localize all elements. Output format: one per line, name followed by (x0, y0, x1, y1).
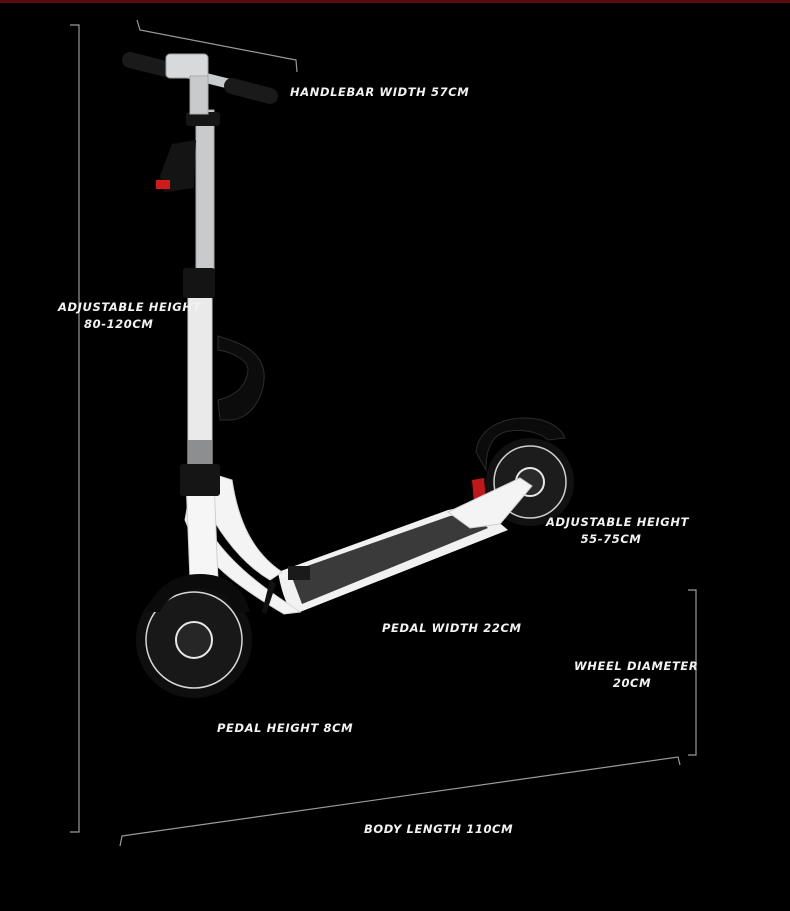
handlebar-bracket (136, 19, 298, 73)
length-bracket (119, 756, 681, 847)
wheel-diameter-label: WHEEL DIAMETER 20CM (574, 658, 699, 692)
handlebar (122, 52, 278, 115)
wheel-diameter-title: WHEEL DIAMETER (574, 659, 699, 673)
wheel-bracket (688, 589, 697, 756)
handlebar-width-label: HANDLEBAR WIDTH 57CM (290, 85, 470, 99)
height-clamp (186, 112, 220, 126)
rear-adjustable-height-range: 55-75CM (580, 532, 642, 546)
front-wheel (136, 582, 252, 698)
rear-fender (475, 417, 566, 472)
rear-adjustable-height-label: ADJUSTABLE HEIGHT 55-75CM (546, 514, 690, 548)
pedal-width-label: PEDAL WIDTH 22CM (382, 621, 522, 635)
adjustable-height-title: ADJUSTABLE HEIGHT (58, 300, 202, 314)
height-bracket (70, 24, 80, 833)
front-fender (146, 574, 250, 612)
body-length-label: BODY LENGTH 110CM (364, 822, 514, 836)
deck (278, 508, 508, 613)
top-accent-line (0, 0, 790, 3)
pedal-height-label: PEDAL HEIGHT 8CM (217, 721, 354, 735)
wheel-diameter-value: 20CM (612, 676, 652, 690)
front-light (156, 140, 196, 192)
adjustable-height-label: ADJUSTABLE HEIGHT 80-120CM (58, 299, 202, 333)
dimension-lines (70, 19, 697, 847)
rear-bracket (447, 477, 533, 529)
rear-adjustable-height-title: ADJUSTABLE HEIGHT (546, 515, 690, 529)
adjustable-height-range: 80-120CM (84, 317, 154, 331)
kickstand (262, 580, 276, 614)
bottle-holder (217, 335, 265, 421)
steering-stem (180, 109, 220, 496)
